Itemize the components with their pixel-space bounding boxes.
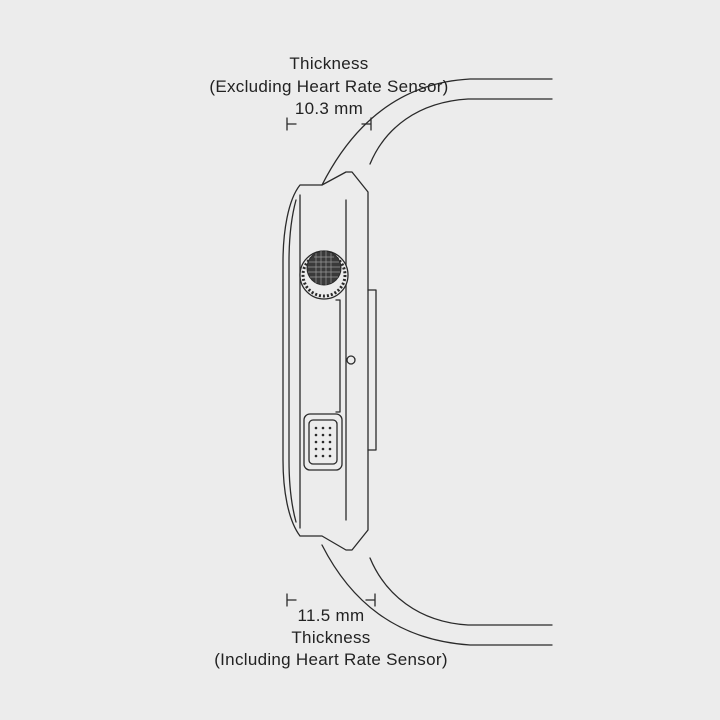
top-thickness-subtitle: (Excluding Heart Rate Sensor) bbox=[209, 77, 449, 96]
dimension-bottom-left-bracket bbox=[286, 593, 297, 607]
band-inner-loop bbox=[369, 98, 553, 626]
side-button bbox=[303, 413, 343, 471]
side-button-dots bbox=[314, 426, 332, 458]
dimension-top-right-bracket bbox=[361, 117, 372, 131]
dimension-top-left-bracket bbox=[286, 117, 297, 131]
watch-case-bezel bbox=[288, 199, 297, 523]
top-thickness-value: 10.3 mm bbox=[294, 99, 364, 118]
side-button-inner bbox=[308, 419, 338, 465]
bottom-thickness-subtitle: (Including Heart Rate Sensor) bbox=[214, 650, 448, 669]
digital-crown-icon bbox=[299, 250, 349, 300]
watch-case-side-panel bbox=[335, 299, 341, 413]
bottom-thickness-title: Thickness bbox=[291, 628, 371, 647]
dimension-bottom-right-bracket bbox=[365, 593, 376, 607]
band-outer-loop bbox=[321, 78, 553, 646]
bottom-thickness-value: 11.5 mm bbox=[297, 606, 365, 625]
top-thickness-title: Thickness bbox=[289, 54, 369, 73]
watch-case-outline bbox=[282, 171, 369, 551]
microphone-hole bbox=[346, 355, 356, 365]
watch-back-sensor-step bbox=[367, 289, 377, 451]
